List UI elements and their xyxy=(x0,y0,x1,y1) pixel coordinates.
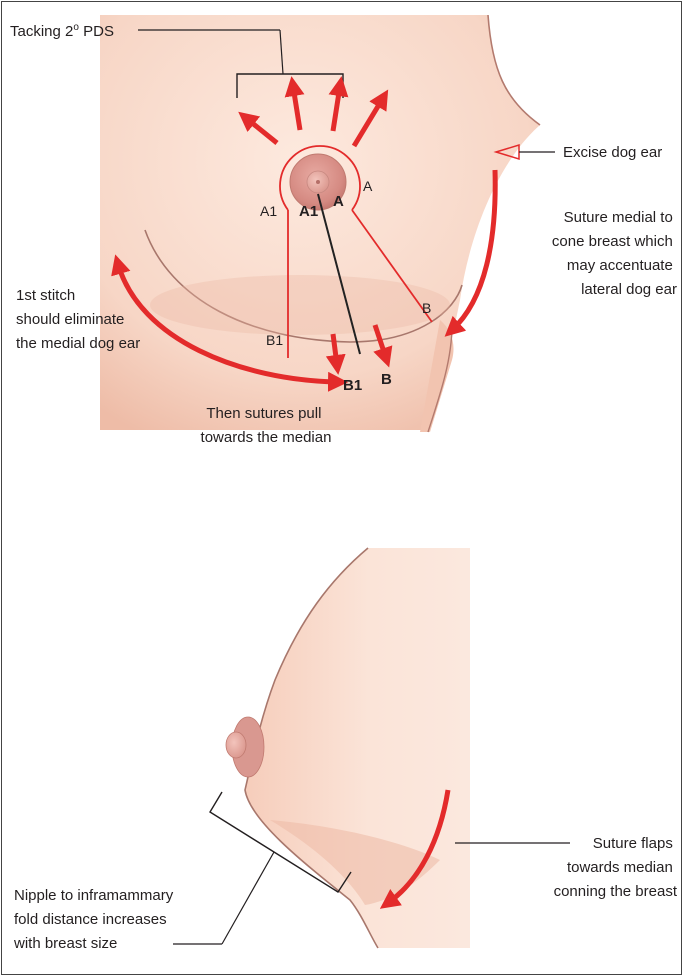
label-a-right: A xyxy=(363,178,373,194)
label-b1-left: B1 xyxy=(266,332,283,348)
suture-flaps-label: Suture flaps towards median conning the … xyxy=(554,835,678,900)
label-a-center: A xyxy=(333,193,344,210)
suture-medial-label: Suture medial to cone breast which may a… xyxy=(552,209,677,298)
label-b-arrow: B xyxy=(381,371,392,388)
breast-skin-frontal xyxy=(100,15,540,430)
label-b1-arrow: B1 xyxy=(343,377,362,394)
nipple-lateral xyxy=(226,732,246,758)
label-a1-center: A1 xyxy=(299,203,318,220)
label-a1-left: A1 xyxy=(260,203,277,219)
nipple-distance-label: Nipple to inframammary fold distance inc… xyxy=(13,887,177,952)
label-b-right: B xyxy=(422,300,431,316)
distance-leader-diag xyxy=(222,852,274,944)
lateral-breast-illustration: Suture flaps towards median conning the … xyxy=(13,548,678,952)
frontal-breast-illustration: A1 A1 A A B B1 B1 B Tacking 2o PDS Excis… xyxy=(10,15,677,446)
excise-dog-ear-label: Excise dog ear xyxy=(563,144,662,161)
tacking-label: Tacking 2o PDS xyxy=(10,22,114,40)
nipple-center xyxy=(316,180,320,184)
